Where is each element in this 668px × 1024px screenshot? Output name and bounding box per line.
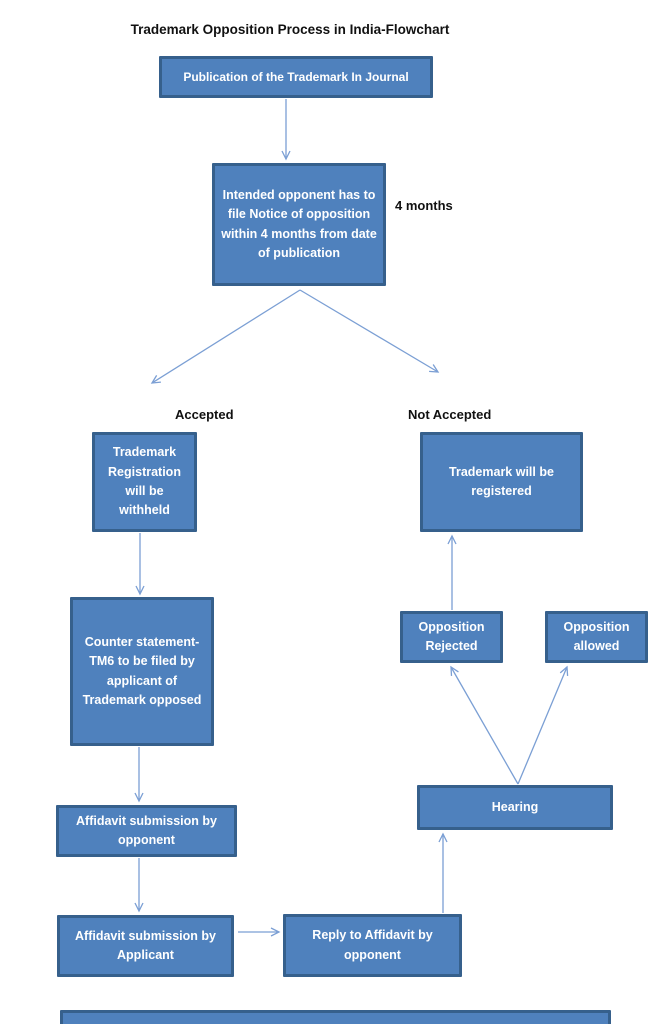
label-not-accepted: Not Accepted — [408, 407, 492, 422]
arrow-branch-accepted — [150, 289, 301, 384]
node-notice-of-opposition: Intended opponent has to file Notice of … — [212, 163, 386, 286]
node-label: Publication of the Trademark In Journal — [183, 69, 409, 84]
node-counter-statement: Counter statement-TM6 to be filed by app… — [70, 597, 214, 746]
node-publication: Publication of the Trademark In Journal — [159, 56, 433, 98]
node-label: Intended opponent has to file Notice of … — [221, 187, 377, 260]
cropped-box-bottom-edge — [60, 1010, 611, 1024]
node-label: Reply to Affidavit by opponent — [312, 928, 433, 962]
node-reply-to-affidavit: Reply to Affidavit by opponent — [283, 914, 462, 977]
node-label: Affidavit submission by opponent — [76, 813, 217, 847]
node-hearing: Hearing — [417, 785, 613, 830]
node-label: Trademark will be registered — [449, 464, 554, 498]
arrow-hearing-to-allowed — [517, 665, 569, 785]
label-four-months: 4 months — [395, 198, 453, 213]
node-opposition-rejected: Opposition Rejected — [400, 611, 503, 663]
node-trademark-registered: Trademark will be registered — [420, 432, 583, 532]
label-accepted: Accepted — [175, 407, 234, 422]
node-affidavit-applicant: Affidavit submission by Applicant — [57, 915, 234, 977]
arrow-hearing-to-rejected — [450, 665, 519, 785]
node-label: Trademark Registration will be withheld — [108, 445, 181, 518]
node-opposition-allowed: Opposition allowed — [545, 611, 648, 663]
arrow-branch-not-accepted — [299, 289, 440, 373]
node-label: Opposition Rejected — [418, 619, 485, 653]
node-label: Counter statement-TM6 to be filed by app… — [82, 634, 202, 707]
node-label: Opposition allowed — [563, 619, 630, 653]
node-label: Hearing — [491, 799, 539, 814]
node-registration-withheld: Trademark Registration will be withheld — [92, 432, 197, 532]
node-affidavit-opponent: Affidavit submission by opponent — [56, 805, 237, 857]
page-title: Trademark Opposition Process in India-Fl… — [130, 22, 450, 37]
node-label: Affidavit submission by Applicant — [75, 928, 216, 962]
